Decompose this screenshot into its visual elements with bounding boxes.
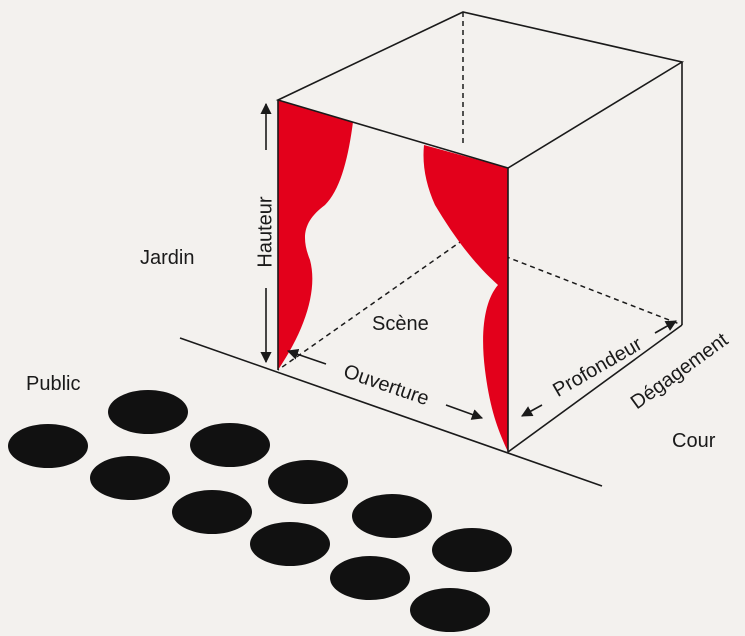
seat	[432, 528, 512, 572]
profondeur-arrow-left	[521, 404, 543, 417]
ouverture-arrow-right	[445, 404, 484, 420]
seat	[352, 494, 432, 538]
edge-right-floor	[507, 324, 683, 453]
seat	[250, 522, 330, 566]
curtain-left	[278, 100, 353, 370]
seat	[268, 460, 348, 504]
profondeur-arrow-right	[654, 320, 677, 334]
dimension-arrows	[260, 102, 677, 420]
label-degagement: Dégagement	[627, 329, 733, 414]
seat	[172, 490, 252, 534]
curtains	[278, 100, 508, 452]
seat	[108, 390, 188, 434]
hidden-edge-left-floor	[277, 239, 464, 371]
stage-front-line	[179, 337, 603, 487]
stage-box-edges	[275, 11, 685, 453]
label-scene: Scène	[372, 313, 429, 335]
label-public: Public	[26, 373, 80, 395]
curtain-right	[423, 145, 508, 452]
seat	[410, 588, 490, 632]
seat	[190, 423, 270, 467]
label-ouverture: Ouverture	[341, 360, 432, 410]
seat	[330, 556, 410, 600]
seat	[90, 456, 170, 500]
label-profondeur: Profondeur	[549, 333, 646, 402]
label-hauteur: Hauteur	[254, 196, 276, 267]
label-jardin: Jardin	[140, 247, 194, 269]
audience-seats	[8, 390, 512, 632]
seat	[8, 424, 88, 468]
ouverture-arrow-left	[286, 348, 327, 365]
label-cour: Cour	[672, 430, 716, 452]
